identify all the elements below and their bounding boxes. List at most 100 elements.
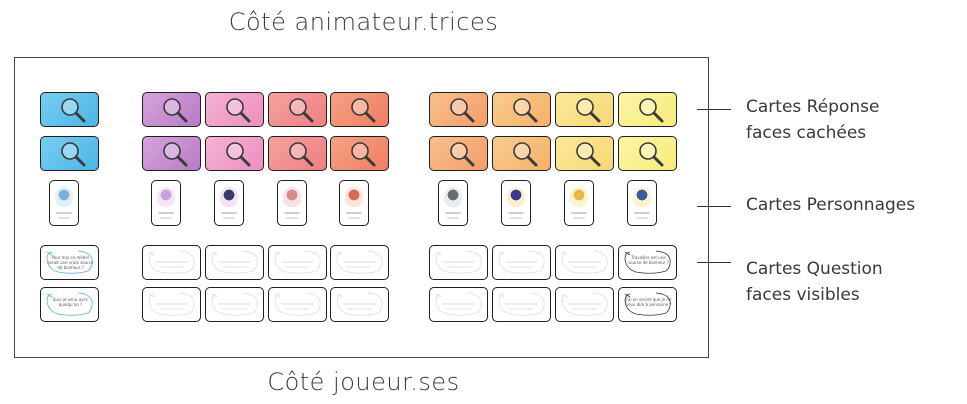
question-faded-line bbox=[442, 261, 475, 263]
character-portrait bbox=[157, 187, 175, 207]
question-card-faded[interactable] bbox=[555, 287, 614, 322]
speech-bubble-icon bbox=[46, 292, 93, 316]
label-response-line2: faces cachées bbox=[746, 123, 867, 143]
response-card[interactable] bbox=[142, 92, 201, 127]
response-card[interactable] bbox=[40, 92, 99, 127]
response-card[interactable] bbox=[142, 136, 201, 171]
response-card[interactable] bbox=[618, 136, 677, 171]
character-name-line bbox=[571, 212, 587, 214]
question-card-black[interactable]: J'ai un secret que je ne peux dire à per… bbox=[618, 287, 677, 322]
question-faded-line bbox=[222, 308, 247, 310]
magnifying-glass-icon bbox=[162, 97, 187, 122]
speech-bubble-icon bbox=[561, 292, 608, 316]
question-card-faded[interactable] bbox=[205, 287, 264, 322]
character-portrait bbox=[55, 187, 73, 207]
response-card[interactable] bbox=[555, 92, 614, 127]
character-portrait bbox=[345, 187, 363, 207]
character-portrait bbox=[570, 187, 588, 207]
magnifying-glass-icon bbox=[512, 141, 537, 166]
question-faded-line bbox=[442, 303, 475, 305]
response-card[interactable] bbox=[330, 92, 389, 127]
magnifying-glass-icon bbox=[449, 141, 474, 166]
response-card[interactable] bbox=[205, 136, 264, 171]
character-card[interactable] bbox=[438, 180, 468, 226]
character-card[interactable] bbox=[49, 180, 79, 226]
question-card-black[interactable]: Travailler est une source de bonheur ? bbox=[618, 245, 677, 280]
character-portrait bbox=[220, 187, 238, 207]
character-name-line bbox=[445, 212, 461, 214]
response-card[interactable] bbox=[268, 92, 327, 127]
question-card-faded[interactable] bbox=[492, 287, 551, 322]
magnifying-glass-icon bbox=[638, 97, 663, 122]
magnifying-glass-icon bbox=[225, 141, 250, 166]
question-card-faded[interactable] bbox=[268, 245, 327, 280]
leader-line-characters bbox=[697, 206, 731, 208]
character-portrait bbox=[633, 187, 651, 207]
character-card[interactable] bbox=[627, 180, 657, 226]
character-card[interactable] bbox=[339, 180, 369, 226]
question-faded-line bbox=[347, 266, 372, 268]
character-card[interactable] bbox=[501, 180, 531, 226]
question-text: J'ai un secret que je ne peux dire à per… bbox=[625, 297, 672, 307]
speech-bubble-icon bbox=[561, 250, 608, 274]
question-text: Pour moi ce métier serait une vraie sour… bbox=[47, 255, 94, 270]
question-card-blue[interactable]: Suis-je venu avec quelqu'un ? bbox=[40, 287, 99, 322]
question-faded-line bbox=[568, 261, 601, 263]
label-question-line2: faces visibles bbox=[746, 285, 860, 305]
response-card[interactable] bbox=[492, 92, 551, 127]
response-card[interactable] bbox=[429, 136, 488, 171]
question-card-blue[interactable]: Pour moi ce métier serait une vraie sour… bbox=[40, 245, 99, 280]
label-response: Cartes Réponse faces cachées bbox=[746, 94, 879, 146]
leader-line-question bbox=[697, 262, 731, 264]
question-faded-line bbox=[218, 261, 251, 263]
character-name-line bbox=[346, 212, 362, 214]
speech-bubble-icon bbox=[211, 292, 258, 316]
question-card-faded[interactable] bbox=[429, 245, 488, 280]
speech-bubble-icon bbox=[624, 250, 671, 274]
speech-bubble-icon bbox=[336, 250, 383, 274]
character-desc-line bbox=[636, 217, 648, 219]
response-card[interactable] bbox=[40, 136, 99, 171]
question-faded-line bbox=[509, 266, 534, 268]
character-name-line bbox=[634, 212, 650, 214]
question-faded-line bbox=[509, 308, 534, 310]
speech-bubble-icon bbox=[435, 250, 482, 274]
question-card-faded[interactable] bbox=[330, 245, 389, 280]
question-faded-line bbox=[572, 308, 597, 310]
character-desc-line bbox=[573, 217, 585, 219]
response-card[interactable] bbox=[268, 136, 327, 171]
top-title: Côté animateur.trices bbox=[228, 8, 499, 36]
question-faded-line bbox=[285, 308, 310, 310]
question-faded-line bbox=[505, 261, 538, 263]
response-card[interactable] bbox=[618, 92, 677, 127]
response-card[interactable] bbox=[205, 92, 264, 127]
character-desc-line bbox=[348, 217, 360, 219]
character-card[interactable] bbox=[151, 180, 181, 226]
speech-bubble-icon bbox=[211, 250, 258, 274]
question-card-faded[interactable] bbox=[142, 287, 201, 322]
character-desc-line bbox=[160, 217, 172, 219]
character-card[interactable] bbox=[214, 180, 244, 226]
magnifying-glass-icon bbox=[60, 141, 85, 166]
character-card[interactable] bbox=[564, 180, 594, 226]
question-card-faded[interactable] bbox=[555, 245, 614, 280]
speech-bubble-icon bbox=[624, 292, 671, 316]
character-card[interactable] bbox=[277, 180, 307, 226]
question-faded-line bbox=[343, 303, 376, 305]
character-portrait bbox=[507, 187, 525, 207]
question-faded-line bbox=[343, 261, 376, 263]
question-faded-line bbox=[281, 261, 314, 263]
question-card-faded[interactable] bbox=[492, 245, 551, 280]
response-card[interactable] bbox=[492, 136, 551, 171]
response-card[interactable] bbox=[330, 136, 389, 171]
question-card-faded[interactable] bbox=[268, 287, 327, 322]
question-card-faded[interactable] bbox=[142, 245, 201, 280]
question-card-faded[interactable] bbox=[205, 245, 264, 280]
question-faded-line bbox=[446, 266, 471, 268]
question-card-faded[interactable] bbox=[330, 287, 389, 322]
magnifying-glass-icon bbox=[449, 97, 474, 122]
question-card-faded[interactable] bbox=[429, 287, 488, 322]
bottom-title: Côté joueur.ses bbox=[267, 368, 460, 396]
response-card[interactable] bbox=[429, 92, 488, 127]
response-card[interactable] bbox=[555, 136, 614, 171]
